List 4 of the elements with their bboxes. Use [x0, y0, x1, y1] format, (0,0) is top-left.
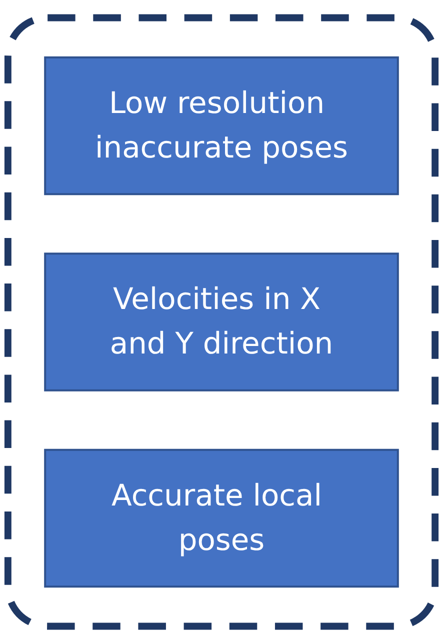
- cluster: [4, 14, 439, 630]
- node-box: Accurate local poses: [44, 448, 399, 588]
- node-box: Low resolution inaccurate poses: [44, 56, 399, 196]
- node-box: Velocities in X and Y direction: [44, 252, 399, 392]
